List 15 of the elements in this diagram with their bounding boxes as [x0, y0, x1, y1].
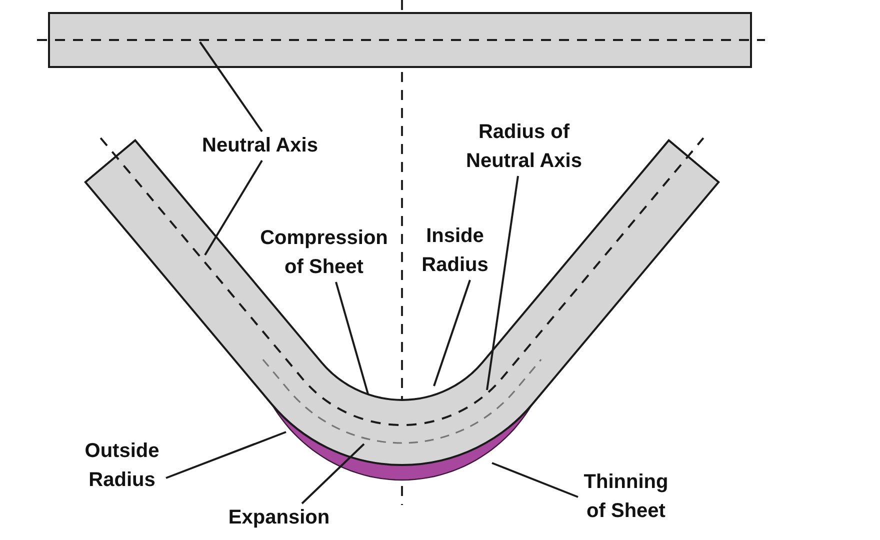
callout-label: Expansion [224, 504, 334, 532]
callout-label: Inside Radius [417, 222, 493, 280]
callout-label: Outside Radius [78, 437, 166, 495]
leader-line [492, 462, 578, 498]
callout-label: Radius of Neutral Axis [462, 118, 586, 176]
leader-line [433, 280, 471, 386]
leader-line [335, 282, 369, 394]
leader-line [199, 41, 263, 132]
leader-line [486, 176, 519, 390]
callout-label: Neutral Axis [195, 132, 325, 160]
callout-label: Thinning of Sheet [578, 468, 674, 526]
leader-line [204, 160, 263, 256]
leader-line [301, 443, 365, 504]
leader-line [166, 431, 286, 479]
callout-label: Compression of Sheet [255, 224, 393, 282]
